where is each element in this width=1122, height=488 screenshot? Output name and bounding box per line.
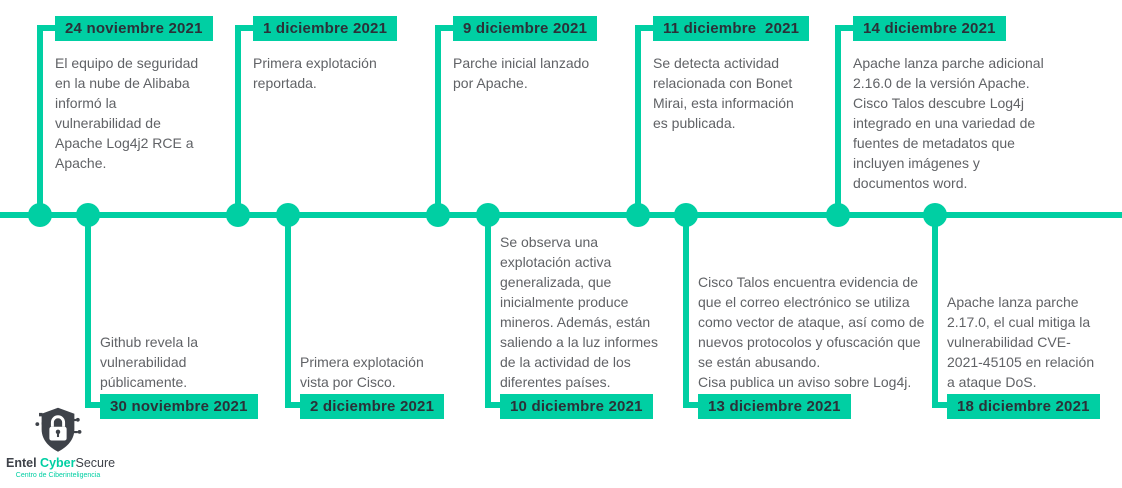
logo-brand-entel: Entel	[6, 456, 41, 470]
timeline-dot	[276, 203, 300, 227]
event-date-badge: 13 diciembre 2021	[698, 394, 851, 419]
event-description: Parche inicial lanzado por Apache.	[453, 55, 590, 91]
event-date-badge: 18 diciembre 2021	[947, 394, 1100, 419]
event-description: Github revela la vulnerabilidad públicam…	[100, 334, 199, 390]
connector-elbow	[635, 25, 657, 31]
timeline-dot	[476, 203, 500, 227]
event-date-badge: 2 diciembre 2021	[300, 394, 445, 419]
connector-elbow	[235, 25, 257, 31]
event-description: Apache lanza parche 2.17.0, el cual miti…	[947, 294, 1095, 390]
connector-elbow	[932, 402, 952, 408]
connector-line	[485, 218, 491, 408]
event-description: El equipo de seguridad en la nube de Ali…	[55, 55, 199, 171]
connector-elbow	[285, 402, 305, 408]
logo-brand-secure: Secure	[75, 456, 116, 470]
event-date-badge: 14 diciembre 2021	[853, 16, 1006, 41]
logo-brand-text: Entel CyberSecure	[6, 456, 115, 470]
connector-line	[37, 28, 43, 212]
event-date-badge: 9 diciembre 2021	[453, 16, 598, 41]
timeline-axis	[0, 212, 1122, 218]
connector-line	[285, 218, 291, 408]
connector-line	[635, 28, 641, 212]
event-description: Cisco Talos encuentra evidencia de que e…	[698, 274, 925, 390]
connector-elbow	[85, 402, 105, 408]
event-description: Primera explotación vista por Cisco.	[300, 354, 424, 390]
connector-elbow	[485, 402, 505, 408]
connector-line	[932, 218, 938, 408]
event-date-badge: 24 noviembre 2021	[55, 16, 213, 41]
event-date-badge: 30 noviembre 2021	[100, 394, 258, 419]
connector-line	[683, 218, 689, 408]
timeline-dot	[226, 203, 250, 227]
connector-elbow	[835, 25, 857, 31]
connector-line	[435, 28, 441, 212]
event-description: Se detecta actividad relacionada con Bon…	[653, 55, 794, 131]
connector-elbow	[683, 402, 703, 408]
connector-line	[835, 28, 841, 212]
timeline-dot	[826, 203, 850, 227]
event-description: Se observa una explotación activa genera…	[500, 234, 658, 390]
timeline-dot	[28, 203, 52, 227]
event-date-badge: 10 diciembre 2021	[500, 394, 653, 419]
connector-line	[235, 28, 241, 212]
timeline-dot	[923, 203, 947, 227]
event-date-badge: 11 diciembre 2021	[653, 16, 810, 41]
timeline-dot	[426, 203, 450, 227]
event-description: Apache lanza parche adicional 2.16.0 de …	[853, 55, 1044, 191]
timeline-dot	[674, 203, 698, 227]
connector-line	[85, 218, 91, 408]
connector-elbow	[37, 25, 59, 31]
logo-brand-cyber: Cyber	[40, 456, 76, 470]
event-description: Primera explotación reportada.	[253, 55, 377, 91]
logo-tagline: Centro de Ciberinteligencia	[15, 472, 101, 479]
entel-cybersecure-logo: Entel CyberSecure Centro de Ciberintelig…	[6, 406, 115, 480]
timeline-dot	[626, 203, 650, 227]
shield-lock-icon	[35, 407, 82, 452]
event-date-badge: 1 diciembre 2021	[253, 16, 398, 41]
connector-elbow	[435, 25, 457, 31]
timeline-dot	[76, 203, 100, 227]
